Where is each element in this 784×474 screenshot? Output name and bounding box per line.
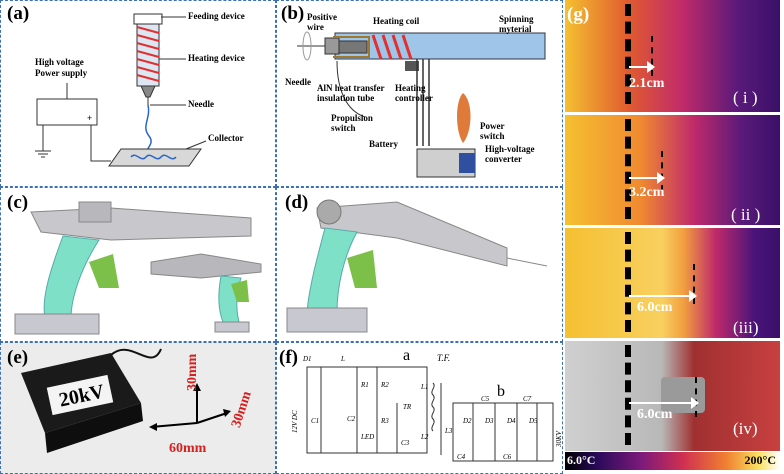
- plus-sign: +: [87, 113, 93, 123]
- f-c4: C4: [457, 453, 466, 461]
- gun-render-angle: [286, 199, 548, 333]
- f-tr: TR: [403, 403, 412, 411]
- sub-3: (iii): [733, 318, 759, 337]
- f-d3: D3: [485, 417, 494, 425]
- arrowhead: [657, 172, 665, 184]
- aln-label: AlN heat transfer insulation tube: [317, 83, 385, 103]
- dashed-marker: [625, 4, 631, 104]
- positive-wire-label: Positive wire: [307, 12, 337, 32]
- dashed-marker: [625, 232, 631, 332]
- f-d1: D1: [303, 355, 312, 363]
- needle-label: Needle: [188, 99, 214, 109]
- panel-f: (f) a b T.F. D1 L R1 R2 C1 C2 C3 C4 C5 C…: [276, 342, 563, 474]
- heating-controller-label: Heating controller: [395, 83, 433, 103]
- f-a: a: [403, 347, 411, 364]
- dashed-marker: [625, 119, 631, 219]
- hv-converter-label: High-voltage converter: [485, 144, 535, 164]
- scale-min: 6.0°C: [567, 453, 596, 467]
- f-r3: R3: [381, 417, 389, 425]
- dashed-marker: [625, 345, 631, 445]
- f-d2: D2: [463, 417, 472, 425]
- f-l3: L3: [445, 427, 453, 435]
- measure-2: 3.2cm: [629, 185, 665, 200]
- panel-a-label: (a): [7, 3, 30, 24]
- arrow: [629, 402, 695, 404]
- f-r1: R1: [361, 381, 369, 389]
- arrowhead: [647, 61, 655, 73]
- panel-d-label: (d): [285, 192, 309, 213]
- power-switch-label: Power switch: [480, 121, 505, 141]
- panel-b-label: (b): [281, 3, 305, 24]
- dim-height: 30mm: [185, 353, 200, 391]
- f-c3: C3: [401, 439, 410, 447]
- panel-b: (b) Positive wire Heating coil Spinning …: [276, 0, 563, 187]
- sub-1: ( i ): [733, 88, 758, 107]
- f-c7: C7: [523, 395, 532, 403]
- dim-length: 60mm: [169, 441, 207, 456]
- hv-label: High voltage Power supply: [35, 57, 88, 78]
- f-d5: D5: [529, 417, 538, 425]
- panel-c: (c): [0, 187, 276, 342]
- circuit-diagram: [306, 366, 554, 462]
- measure-3: 6.0cm: [637, 300, 673, 315]
- arrowhead: [689, 290, 697, 302]
- tip-marker: [693, 264, 695, 304]
- f-hv: 30KV: [555, 431, 563, 447]
- thermal-image-2: 3.2cm ( ii ): [565, 115, 780, 225]
- scale-max: 200°C: [744, 453, 776, 467]
- electrospinning-schematic: [35, 13, 207, 167]
- propulsion-label: Propulsion switch: [331, 113, 373, 133]
- panel-e: (e) 20kV 30mm 30mm 60mm: [0, 342, 276, 474]
- f-b: b: [497, 383, 505, 400]
- f-c2: C2: [347, 415, 356, 423]
- sub-4: (iv): [733, 419, 758, 438]
- heating-label: Heating device: [188, 53, 245, 63]
- gun-render-side: [14, 201, 262, 335]
- b-needle-label: Needle: [285, 77, 311, 87]
- heating-coil-label: Heating coil: [373, 16, 420, 26]
- panel-a: (a) Feeding device Heating device Needle…: [0, 0, 276, 187]
- f-c5: C5: [481, 395, 490, 403]
- arrow: [629, 177, 661, 179]
- arrowhead: [691, 397, 699, 409]
- battery-label: Battery: [369, 139, 398, 149]
- panel-f-label: (f): [279, 347, 298, 368]
- feeding-label: Feeding device: [188, 11, 245, 21]
- panel-d: (d): [276, 187, 563, 342]
- panel-c-label: (c): [7, 192, 29, 213]
- hv-module-photo: [21, 348, 231, 453]
- photo-iv: 6.0cm (iv): [565, 341, 780, 451]
- f-tf: T.F.: [437, 353, 451, 363]
- f-d4: D4: [507, 417, 516, 425]
- color-scale-bar: 6.0°C 200°C: [565, 452, 780, 470]
- f-c6: C6: [503, 453, 512, 461]
- gun-schematic: [297, 31, 546, 178]
- f-l: L: [341, 355, 345, 363]
- arrow: [629, 66, 651, 68]
- f-l1: L1: [421, 383, 429, 391]
- spinning-label: Spinning myterial: [499, 14, 534, 34]
- thermal-image-1: 2.1cm ( i ) (g): [565, 0, 780, 112]
- thermal-image-3: 6.0cm (iii): [565, 228, 780, 338]
- f-l2: L2: [421, 433, 429, 441]
- tip-marker: [661, 151, 663, 191]
- arrow: [629, 295, 693, 297]
- panel-g-label: (g): [567, 4, 590, 25]
- panel-e-label: (e): [7, 347, 29, 368]
- f-led: LED: [361, 433, 375, 441]
- measure-1: 2.1cm: [629, 76, 665, 91]
- sub-2: ( ii ): [731, 205, 761, 224]
- f-c1: C1: [311, 417, 320, 425]
- f-r2: R2: [381, 381, 389, 389]
- tip-marker: [651, 36, 653, 76]
- measure-4: 6.0cm: [637, 407, 673, 422]
- collector-label: Collector: [208, 133, 244, 143]
- f-dc: 12V DC: [291, 410, 299, 433]
